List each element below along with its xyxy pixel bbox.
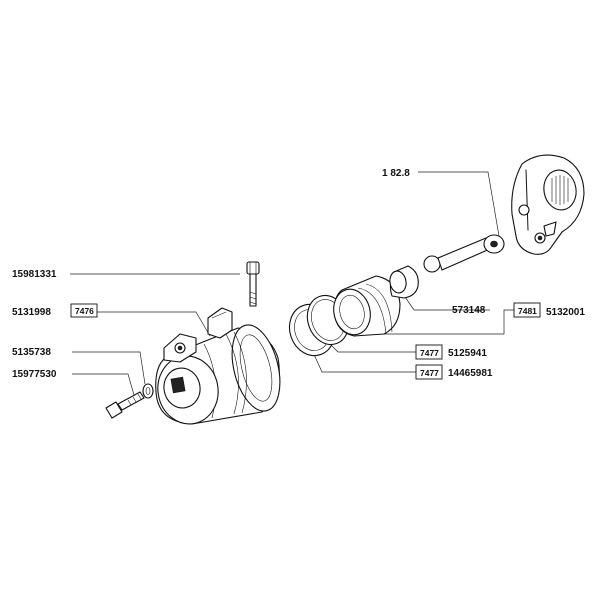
label-14465981: 14465981 <box>448 368 493 379</box>
side-bolt <box>105 391 145 419</box>
cylinder-body <box>155 307 281 425</box>
label-15977530: 15977530 <box>12 369 57 380</box>
label-573148: 573148 <box>452 305 486 316</box>
spline-teeth <box>551 175 569 205</box>
ref-box-7481-text: 7481 <box>518 306 537 316</box>
push-rod <box>423 234 505 273</box>
top-bolt <box>246 261 260 307</box>
ref-box-7477-a-text: 7477 <box>420 348 439 358</box>
leader-5135738 <box>72 351 146 385</box>
leader-1828 <box>418 171 500 237</box>
part-labels: 1 82.8 15981331 5131998 7476 5135738 159… <box>12 168 585 380</box>
washer <box>142 383 154 399</box>
leader-lines <box>70 171 514 396</box>
label-5135738: 5135738 <box>12 347 51 358</box>
label-5132001: 5132001 <box>546 307 585 318</box>
label-1828: 1 82.8 <box>382 168 410 179</box>
ref-box-7481 <box>513 302 541 318</box>
label-5131998: 5131998 <box>12 307 51 318</box>
leader-5131998 <box>97 311 211 337</box>
leader-15977530 <box>72 373 135 396</box>
ref-box-7477-a <box>415 344 443 360</box>
ref-box-7476-text: 7476 <box>75 306 94 316</box>
ref-box-7476 <box>70 303 98 318</box>
slack-adjuster <box>511 154 585 255</box>
ref-box-7477-b-text: 7477 <box>420 368 439 378</box>
ref-box-7477-b <box>415 364 443 380</box>
leader-5125941 <box>327 341 416 353</box>
bush <box>389 265 419 299</box>
label-15981331: 15981331 <box>12 269 57 280</box>
leader-14465981 <box>311 349 416 373</box>
label-5125941: 5125941 <box>448 348 487 359</box>
piston <box>333 275 401 337</box>
leader-573148 <box>402 293 490 311</box>
